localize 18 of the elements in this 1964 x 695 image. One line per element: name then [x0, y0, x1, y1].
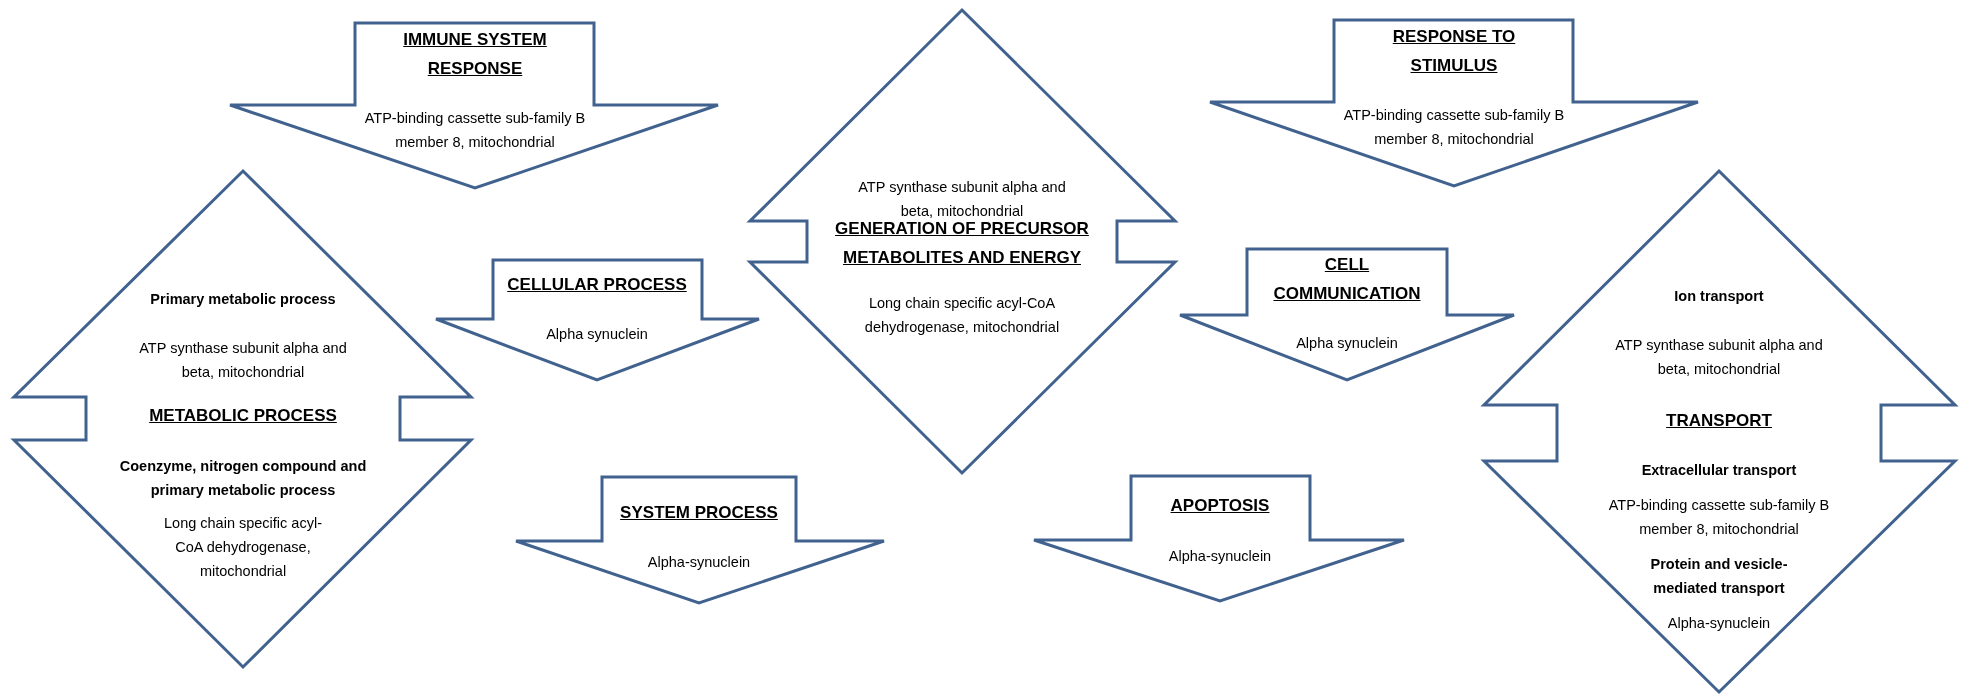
down-arrow-shape: [436, 260, 759, 380]
heading: SYSTEM PROCESS: [619, 501, 779, 524]
protein-name: Alpha synuclein: [545, 325, 649, 344]
heading: RESPONSE TO STIMULUS: [1391, 25, 1517, 77]
protein-name: Alpha-synuclein: [1167, 547, 1273, 566]
down-arrow-shape: [230, 23, 718, 188]
protein-name: Alpha synuclein: [1295, 334, 1399, 353]
down-arrow-shape: [1210, 20, 1698, 186]
down-arrow-shape: [1180, 249, 1514, 380]
protein-name: ATP-binding cassette sub-family B member 8, mitochondrial: [1342, 106, 1566, 149]
down-arrow-shape: [516, 477, 884, 603]
protein-name: ATP-binding cassette sub-family B member 8, mitochondrial: [363, 109, 587, 152]
heading: CELL COMMUNICATION: [1272, 253, 1422, 305]
heading: APOPTOSIS: [1169, 494, 1271, 517]
down-arrow-shape: [1034, 476, 1404, 601]
heading: IMMUNE SYSTEM RESPONSE: [402, 28, 548, 80]
protein-name: Alpha-synuclein: [646, 553, 752, 572]
heading: CELLULAR PROCESS: [506, 273, 688, 296]
